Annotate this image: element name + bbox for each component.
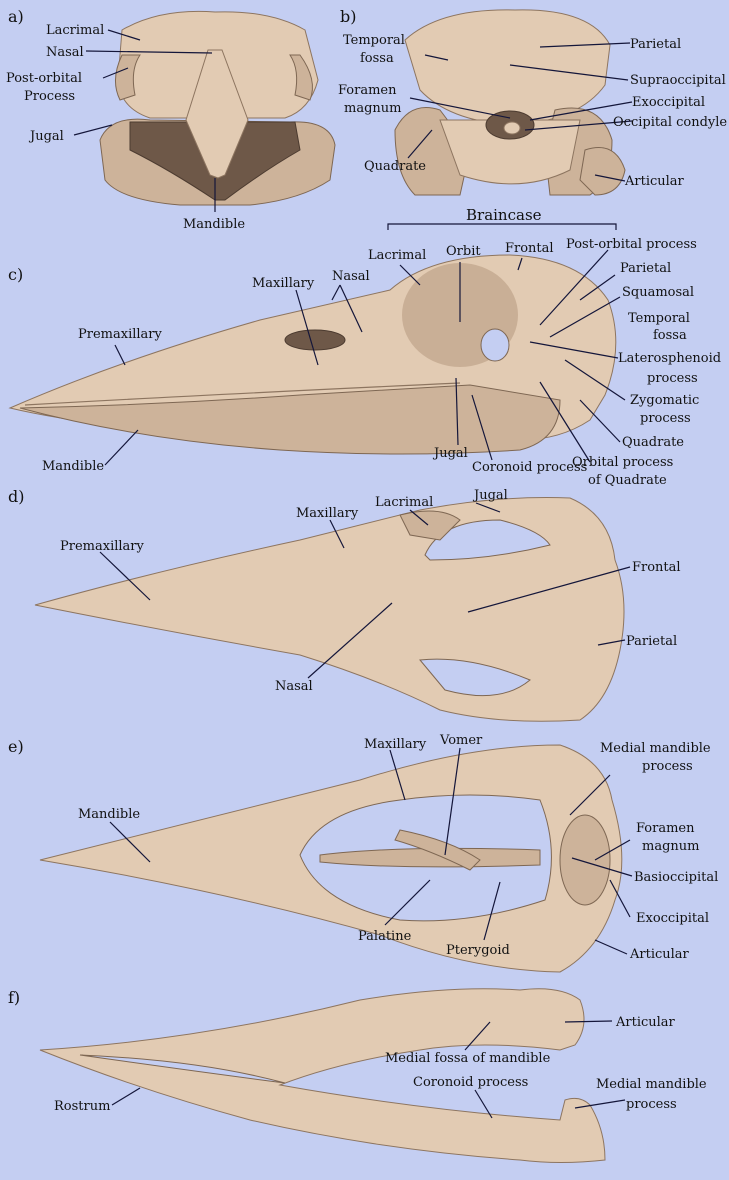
label-c-temporal: Temporal [628, 311, 690, 326]
label-b-fossa: fossa [360, 51, 394, 66]
label-a-process: Process [24, 89, 75, 104]
label-e-vomer: Vomer [439, 733, 483, 748]
panel-letter-c: c) [8, 265, 23, 284]
label-c-nasal: Nasal [332, 269, 370, 284]
panel-letter-e: e) [8, 737, 24, 756]
label-e-pterygoid: Pterygoid [446, 943, 510, 958]
label-b-quadrate: Quadrate [364, 159, 426, 174]
label-f-medial-fossa: Medial fossa of mandible [385, 1051, 551, 1066]
panel-a-drawing [99, 10, 336, 206]
label-b-supraoccipital: Supraoccipital [630, 73, 726, 88]
label-c-laterosphenoid: Laterosphenoid [618, 351, 721, 366]
label-f-medial-mandible-process: process [626, 1097, 677, 1112]
panel-letter-b: b) [340, 7, 356, 26]
label-d-lacrimal: Lacrimal [375, 495, 433, 510]
panel-e-drawing [39, 744, 623, 973]
label-c-zygomatic-process: process [640, 411, 691, 426]
label-b-foramen: Foramen [338, 83, 397, 98]
label-braincase: Braincase [466, 206, 542, 224]
label-e-exoccipital: Exoccipital [636, 911, 709, 926]
label-a-mandible: Mandible [183, 217, 245, 232]
label-e-mandible: Mandible [78, 807, 140, 822]
label-c-laterosphenoid-process: process [647, 371, 698, 386]
panel-c-drawing [8, 254, 617, 455]
label-d-frontal: Frontal [632, 560, 681, 575]
panel-b-drawing [394, 9, 626, 196]
label-a-lacrimal: Lacrimal [46, 23, 104, 38]
label-c-jugal: Jugal [432, 446, 468, 461]
label-c-premaxillary: Premaxillary [78, 327, 163, 342]
label-b-temporal: Temporal [343, 33, 405, 48]
label-d-parietal: Parietal [626, 634, 677, 649]
label-e-basioccipital: Basioccipital [634, 870, 718, 885]
label-c-orbital-process: Orbital process [572, 455, 673, 470]
label-b-parietal: Parietal [630, 37, 681, 52]
label-b-exoccipital: Exoccipital [632, 95, 705, 110]
panel-d-drawing [34, 497, 625, 722]
label-c-coronoid-process: Coronoid process [472, 460, 587, 475]
label-e-medial-mandible-process: process [642, 759, 693, 774]
label-b-occipital-condyle: Occipital condyle [613, 115, 727, 130]
label-e-maxillary: Maxillary [364, 737, 427, 752]
label-e-palatine: Palatine [358, 929, 412, 944]
label-d-jugal: Jugal [472, 488, 508, 503]
label-f-rostrum: Rostrum [54, 1099, 110, 1114]
label-c-quadrate: Quadrate [622, 435, 684, 450]
label-e-articular: Articular [629, 947, 690, 962]
label-a-nasal: Nasal [46, 45, 84, 60]
panel-letter-f: f) [8, 988, 20, 1007]
label-e-foramen: Foramen [636, 821, 695, 836]
label-e-magnum: magnum [642, 839, 699, 854]
label-c-frontal: Frontal [505, 241, 554, 256]
label-c-maxillary: Maxillary [252, 276, 315, 291]
label-f-coronoid-process: Coronoid process [413, 1075, 528, 1090]
label-f-articular: Articular [615, 1015, 676, 1030]
label-c-fossa: fossa [653, 328, 687, 343]
label-c-orbit: Orbit [446, 244, 481, 259]
label-b-articular: Articular [624, 174, 685, 189]
label-c-mandible: Mandible [42, 459, 104, 474]
label-f-medial-mandible: Medial mandible [596, 1077, 707, 1092]
label-d-maxillary: Maxillary [296, 506, 359, 521]
label-b-magnum: magnum [344, 101, 401, 116]
label-c-post-orbital-process: Post-orbital process [566, 237, 697, 252]
label-c-squamosal: Squamosal [622, 285, 694, 300]
leader-lines [73, 29, 633, 1119]
label-a-jugal: Jugal [28, 129, 64, 144]
label-c-zygomatic: Zygomatic [630, 393, 699, 408]
panel-letter-a: a) [8, 7, 24, 26]
panel-letter-d: d) [8, 487, 24, 506]
label-e-medial-mandible: Medial mandible [600, 741, 711, 756]
label-c-lacrimal: Lacrimal [368, 248, 426, 263]
label-a-post-orbital: Post-orbital [6, 71, 82, 86]
panel-f-drawing [39, 988, 606, 1163]
label-d-premaxillary: Premaxillary [60, 539, 145, 554]
label-c-parietal: Parietal [620, 261, 671, 276]
label-d-nasal: Nasal [275, 679, 313, 694]
label-c-of-quadrate: of Quadrate [588, 473, 667, 488]
